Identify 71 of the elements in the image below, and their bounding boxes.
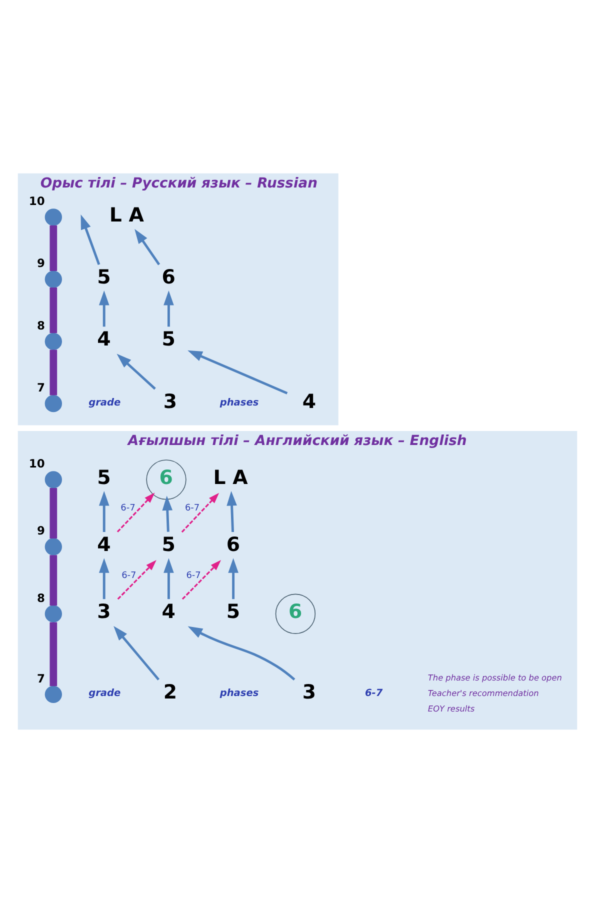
arrow xyxy=(98,558,110,600)
arrow xyxy=(117,560,156,600)
node-label: 10 xyxy=(28,194,45,208)
connector xyxy=(50,488,58,539)
arrow xyxy=(98,490,110,532)
node-text: 5 xyxy=(162,533,176,556)
arrow xyxy=(181,492,220,533)
node-text: 3 xyxy=(97,600,111,624)
legend-label: EOY results xyxy=(428,704,475,714)
node-text: 2 xyxy=(163,680,178,704)
arrow xyxy=(80,214,100,265)
node-circle xyxy=(44,332,62,350)
edge-label: 6-7 xyxy=(120,503,136,514)
node-text: L A xyxy=(213,466,248,489)
arrow xyxy=(188,350,288,394)
arrow xyxy=(162,496,173,532)
arrow xyxy=(98,290,110,327)
node-text: L A xyxy=(109,203,144,226)
node-label: 9 xyxy=(37,256,46,270)
connector xyxy=(50,350,58,396)
edge-label: 6-7 xyxy=(122,570,136,581)
node-text: 5 xyxy=(97,466,111,489)
label: grade xyxy=(88,688,121,700)
node-circle xyxy=(44,471,62,488)
node-label: 8 xyxy=(37,318,46,332)
label: grade xyxy=(88,397,121,408)
node-text: 3 xyxy=(302,680,316,704)
arrow xyxy=(164,558,174,600)
node-text: 5 xyxy=(97,266,111,289)
node-text: 6 xyxy=(162,266,176,289)
node-circle xyxy=(44,395,62,412)
node-circle xyxy=(44,270,62,288)
node-text: 4 xyxy=(97,328,111,351)
node-circle xyxy=(44,686,62,704)
node-text: 5 xyxy=(226,600,240,624)
arrow xyxy=(188,626,296,680)
node-label: 7 xyxy=(37,380,46,394)
arrow xyxy=(116,354,156,390)
node-label: 7 xyxy=(37,671,46,686)
arrow xyxy=(114,626,160,680)
arrow xyxy=(182,560,222,600)
arrow xyxy=(116,492,155,532)
node-text: 3 xyxy=(163,390,178,413)
label: 6-7 xyxy=(364,688,383,700)
node-label: 8 xyxy=(37,590,46,605)
node-text: 5 xyxy=(162,328,176,351)
arrow xyxy=(134,228,160,266)
node-label: 10 xyxy=(28,456,45,471)
arrow xyxy=(226,490,237,532)
legend-label: The phase is possible to be open xyxy=(428,672,562,683)
node-circle: 6 xyxy=(146,460,186,500)
connector xyxy=(50,555,58,606)
connector xyxy=(50,288,58,334)
edge-label: 6-7 xyxy=(184,504,200,514)
node-label: 9 xyxy=(37,524,46,538)
edge-label: 6-7 xyxy=(186,570,201,581)
node-text: 4 xyxy=(97,533,111,556)
label: phases xyxy=(220,688,259,700)
node-circle: 6 xyxy=(275,594,316,634)
connector xyxy=(50,225,58,271)
legend-label: Teacher's recommendation xyxy=(428,688,539,698)
node-text: 4 xyxy=(302,390,316,413)
arrow xyxy=(228,558,238,600)
arrow xyxy=(164,290,174,327)
connector xyxy=(50,622,58,686)
node-circle xyxy=(44,605,62,622)
node-circle xyxy=(44,208,62,226)
node-text: 6 xyxy=(226,533,240,556)
node-circle xyxy=(44,538,62,556)
node-text: 4 xyxy=(162,600,176,624)
label: phases xyxy=(220,397,259,408)
